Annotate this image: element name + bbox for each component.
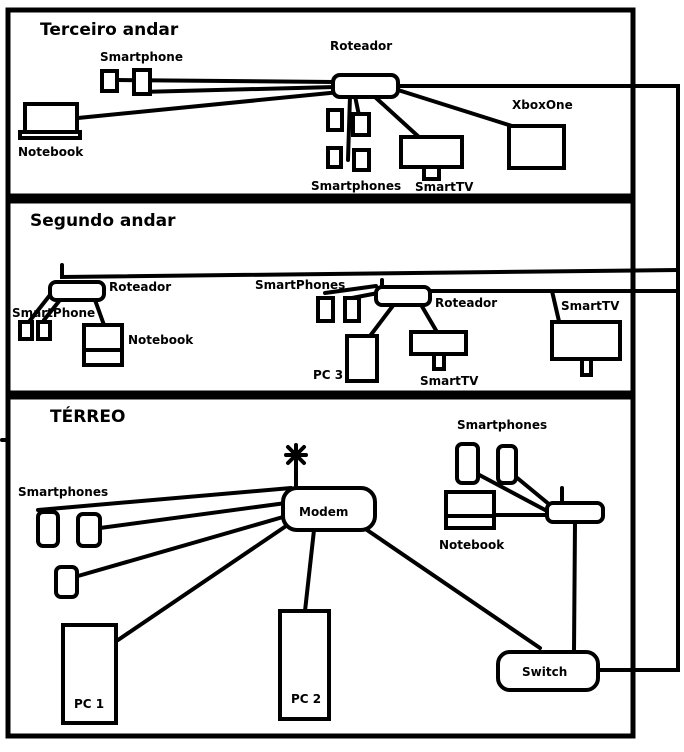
ground-router <box>545 501 605 524</box>
link-ground-phone2-modem <box>98 501 288 530</box>
second-smartphone-2 <box>36 320 52 341</box>
floor-third-frame <box>5 7 636 199</box>
ground-pc1 <box>61 623 118 725</box>
third-notebook-base <box>18 130 82 140</box>
link-second-router-pc3 <box>368 301 397 338</box>
link-ground-phone1-modem <box>36 486 293 512</box>
ground-notebook-screen <box>444 490 496 518</box>
second-smartphone-1 <box>18 320 34 341</box>
second-smarttv-mid-label: SmartTV <box>420 374 479 388</box>
third-smartphone-3 <box>326 108 344 132</box>
floor-ground-title: TÉRREO <box>50 405 125 427</box>
ground-smartphone-5 <box>496 444 518 485</box>
second-pc3-label: PC 3 <box>313 368 343 382</box>
second-pc3 <box>345 334 379 383</box>
link-second-router-phones <box>26 293 52 325</box>
ground-notebook-base <box>444 514 496 530</box>
second-notebook-label: Notebook <box>128 333 194 347</box>
ground-modem <box>281 486 377 532</box>
ground-modem-label: Modem <box>299 505 348 519</box>
second-smarttv-right-label: SmartTV <box>561 299 620 313</box>
second-smarttv-mid-screen <box>409 330 468 356</box>
ground-notebook-label: Notebook <box>439 538 505 552</box>
link-second-router-notebook <box>93 298 106 327</box>
third-notebook-screen <box>23 102 79 134</box>
link-third-router-phones <box>346 94 352 162</box>
link-second-router-phones-2 <box>42 298 62 322</box>
link-ground-router-phone1 <box>468 468 549 513</box>
third-smartphone-5 <box>326 146 343 169</box>
third-smartphones-label: Smartphones <box>311 179 401 193</box>
link-second-router-tv <box>418 301 439 334</box>
second-smarttv-mid-stand <box>432 352 446 371</box>
link-third-router-xbox <box>396 88 514 128</box>
third-smartphone-2 <box>132 68 152 96</box>
backbone-cable-third <box>396 84 680 672</box>
ground-smartphones-right-label: Smartphones <box>457 418 547 432</box>
third-xbox-label: XboxOne <box>512 98 573 112</box>
third-smarttv-label: SmartTV <box>415 180 474 194</box>
third-smarttv-stand <box>422 165 441 181</box>
second-smarttv-right-screen <box>550 320 622 361</box>
backbone-cable-second <box>60 263 680 280</box>
second-notebook-screen <box>82 323 124 352</box>
link-ground-pc2-modem <box>303 528 316 613</box>
third-smartphone-6 <box>352 148 371 172</box>
third-smartphone-label: Smartphone <box>100 50 183 64</box>
floor-ground-frame <box>5 394 636 739</box>
ground-pc2 <box>278 609 331 721</box>
floor-second-title: Segundo andar <box>30 211 176 231</box>
ground-smartphones-left-label: Smartphones <box>18 485 108 499</box>
second-smarttv-right-stand <box>580 357 593 377</box>
floor-second-frame <box>5 198 636 396</box>
second-router-left-label: Roteador <box>109 280 171 294</box>
link-ground-phone3-modem <box>76 513 292 578</box>
second-router-mid <box>374 285 432 307</box>
antenna-icon <box>284 443 308 467</box>
second-notebook-base <box>82 348 124 367</box>
third-smarttv-screen <box>399 135 464 169</box>
third-notebook-label: Notebook <box>18 145 84 159</box>
second-smartphones-label: SmartPhones <box>255 278 345 292</box>
second-smartphone-3 <box>316 296 335 323</box>
link-third-router-tv <box>373 95 422 140</box>
link-ground-switch-router <box>572 520 577 653</box>
ground-pc1-label: PC 1 <box>74 697 104 711</box>
ground-smartphone-3 <box>54 565 79 599</box>
link-third-notebook-router <box>76 90 342 120</box>
second-smartphone-4 <box>343 296 361 323</box>
link-ground-modem-switch <box>365 528 542 650</box>
link-third-phone2-router <box>138 85 337 94</box>
ground-switch-label: Switch <box>522 665 567 679</box>
ground-smartphone-4 <box>455 442 480 485</box>
third-router-label: Roteador <box>330 39 392 53</box>
second-smartphone-label: SmartPhone <box>12 306 95 320</box>
ground-smartphone-1 <box>36 510 60 548</box>
ground-switch <box>496 650 600 692</box>
third-xbox <box>507 124 566 170</box>
second-router-mid-label: Roteador <box>435 296 497 310</box>
third-smartphone-1 <box>100 69 119 93</box>
ground-pc2-label: PC 2 <box>291 692 321 706</box>
link-second-phones-router <box>323 284 378 295</box>
third-router <box>331 73 400 99</box>
floor-third-title: Terceiro andar <box>40 20 179 40</box>
second-router-left <box>48 280 106 302</box>
ground-smartphone-2 <box>76 512 102 548</box>
link-ground-pc1-modem <box>116 520 294 642</box>
third-smartphone-4 <box>351 112 371 137</box>
